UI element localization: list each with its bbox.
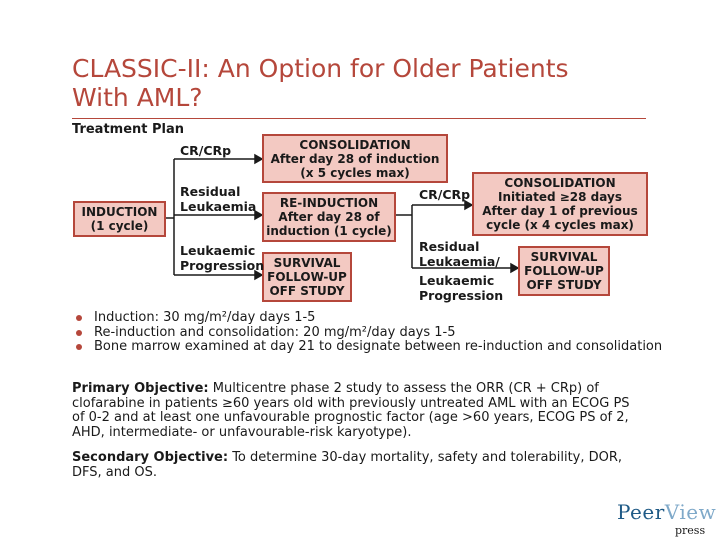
survival-box-2-line-2: FOLLOW-UP: [524, 264, 604, 278]
consolidation-box-1-line-2: After day 28 of induction: [270, 151, 440, 166]
survival-box-1-line-3: OFF STUDY: [269, 284, 345, 298]
label-progression-1-line-1: Leukaemic: [180, 243, 256, 258]
reinduction-box-line-2: After day 28 of: [278, 210, 380, 224]
survival-box-1: SURVIVAL FOLLOW-UP OFF STUDY: [262, 252, 352, 302]
slide-title: CLASSIC-II: An Option for Older Patients…: [72, 54, 672, 112]
dosing-bullets: Induction: 30 mg/m²/day days 1-5 Re-indu…: [72, 310, 672, 355]
logo-peer: Peer: [617, 500, 665, 524]
survival-box-1-line-2: FOLLOW-UP: [267, 270, 347, 284]
survival-box-2-line-3: OFF STUDY: [526, 278, 602, 292]
title-line-2: With AML?: [72, 83, 203, 112]
logo-view: View: [664, 500, 717, 524]
consolidation-box-1-line-3: (x 5 cycles max): [300, 165, 410, 180]
primary-objective-text: Multicentre phase 2 study to assess the …: [72, 381, 630, 440]
secondary-objective-text: To determine 30-day mortality, safety an…: [72, 450, 623, 480]
induction-box: INDUCTION (1 cycle): [73, 201, 166, 237]
label-progression-2-line-1: Leukaemic: [419, 273, 495, 288]
consolidation-box-2-line-3: After day 1 of previous: [482, 204, 638, 218]
treatment-plan-heading: Treatment Plan: [72, 122, 185, 137]
consolidation-box-1: CONSOLIDATION After day 28 of induction …: [262, 134, 448, 183]
induction-box-line-1: INDUCTION: [81, 205, 158, 219]
bullet-induction: Induction: 30 mg/m²/day days 1-5: [72, 310, 672, 326]
survival-box-2: SURVIVAL FOLLOW-UP OFF STUDY: [518, 246, 610, 296]
label-residual-leukaemia-1: Residual Leukaemia: [180, 184, 256, 214]
label-residual-1-line-2: Leukaemia: [180, 199, 257, 214]
consolidation-box-2-line-1: CONSOLIDATION: [504, 176, 616, 190]
primary-objective-label: Primary Objective:: [72, 381, 209, 396]
label-cr-crp-2: CR/CRp: [419, 187, 471, 202]
induction-box-line-2: (1 cycle): [90, 219, 149, 233]
label-leukaemic-progression-1: Leukaemic Progression: [180, 243, 264, 273]
label-residual-1-line-1: Residual: [180, 184, 241, 199]
consolidation-box-1-line-1: CONSOLIDATION: [299, 137, 411, 152]
consolidation-box-2-line-4: cycle (x 4 cycles max): [486, 218, 634, 232]
title-line-1: CLASSIC-II: An Option for Older Patients: [72, 54, 569, 83]
reinduction-box-line-3: induction (1 cycle): [266, 224, 392, 238]
label-progression-2-line-2: Progression: [419, 288, 504, 303]
reinduction-box: RE-INDUCTION After day 28 of induction (…: [262, 192, 396, 242]
consolidation-box-2-line-2: Initiated ≥28 days: [498, 190, 622, 204]
label-cr-crp-1: CR/CRp: [180, 143, 232, 158]
reinduction-box-line-1: RE-INDUCTION: [279, 196, 379, 210]
label-progression-1-line-2: Progression: [180, 258, 265, 273]
label-residual-2-line-2: Leukaemia/: [419, 254, 500, 269]
secondary-objective-label: Secondary Objective:: [72, 450, 229, 465]
secondary-objective: Secondary Objective: To determine 30-day…: [72, 450, 632, 480]
label-residual-leukaemia-2: Residual Leukaemia/: [419, 239, 500, 269]
logo-press: press: [675, 524, 706, 537]
survival-box-1-line-1: SURVIVAL: [273, 256, 341, 270]
consolidation-box-2: CONSOLIDATION Initiated ≥28 days After d…: [472, 172, 648, 236]
title-rule: [72, 118, 646, 119]
label-leukaemic-progression-2: Leukaemic Progression: [419, 273, 503, 303]
bullet-reinduction: Re-induction and consolidation: 20 mg/m²…: [72, 325, 672, 341]
bullet-bone-marrow: Bone marrow examined at day 21 to design…: [72, 339, 672, 355]
label-residual-2-line-1: Residual: [419, 239, 480, 254]
peerview-press-logo: PeerView press: [617, 500, 717, 540]
primary-objective: Primary Objective: Multicentre phase 2 s…: [72, 381, 632, 440]
survival-box-2-line-1: SURVIVAL: [530, 250, 598, 264]
